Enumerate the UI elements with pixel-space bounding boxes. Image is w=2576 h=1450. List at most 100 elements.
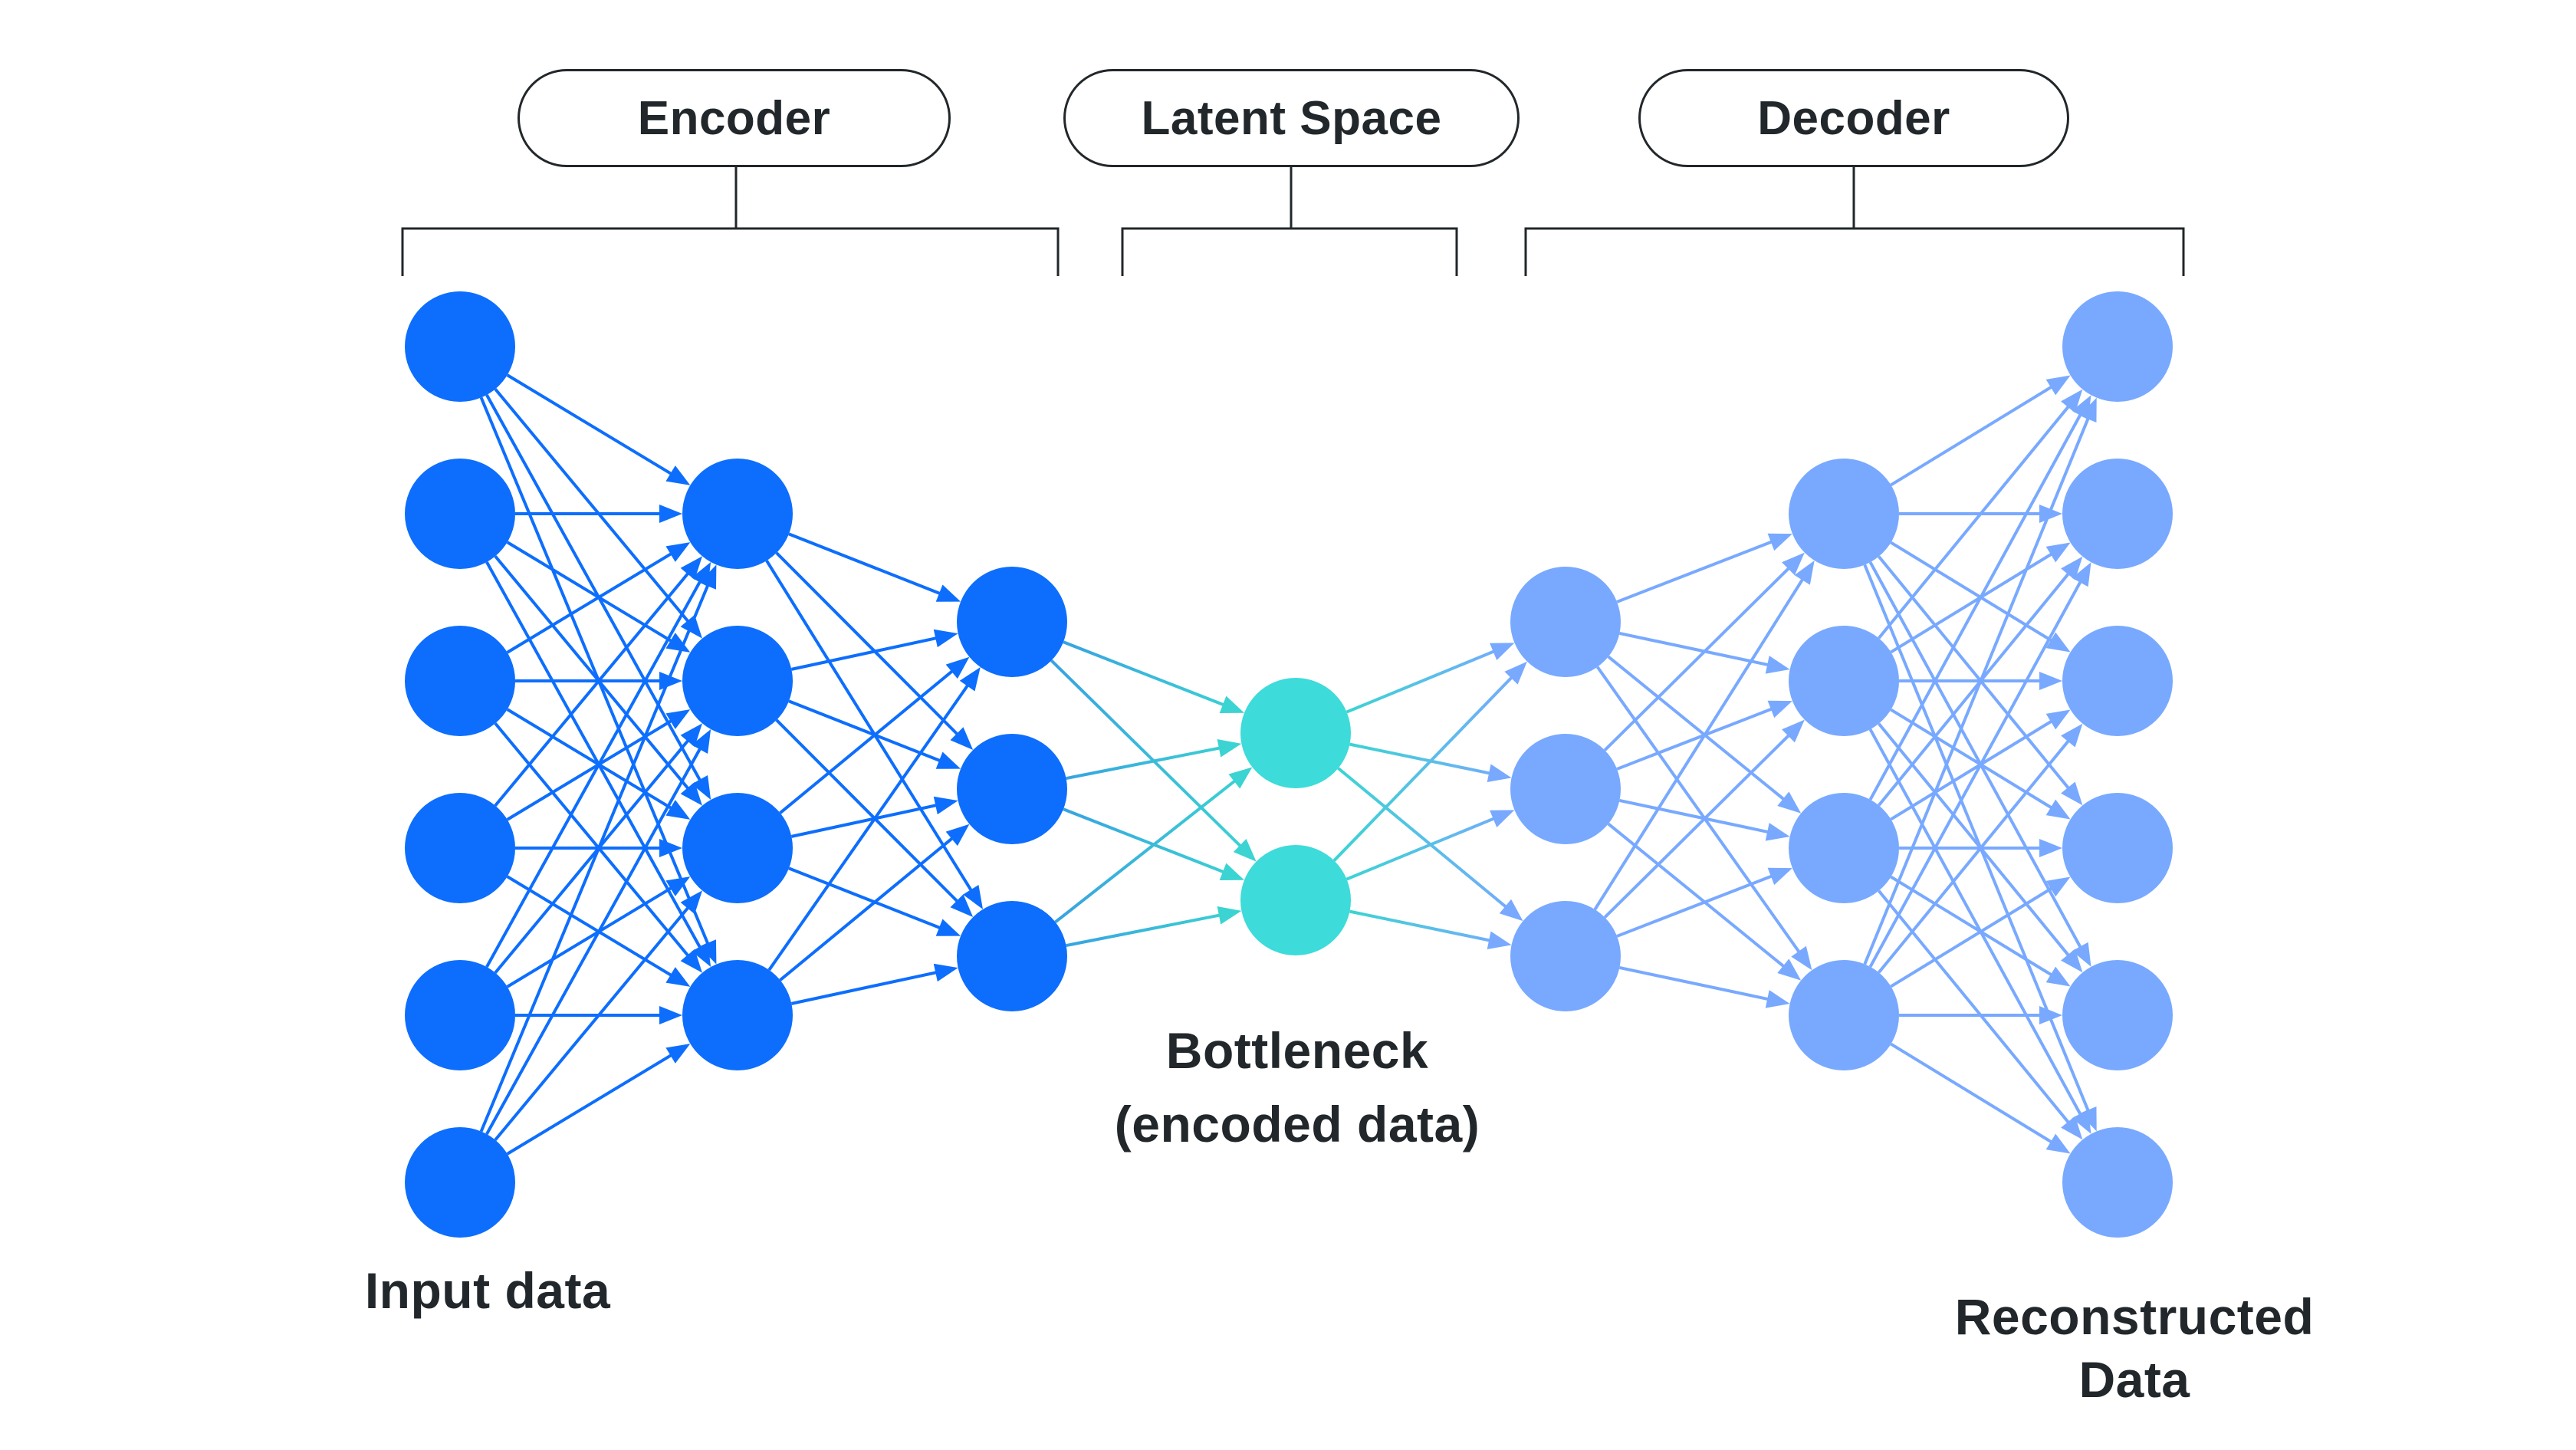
edge <box>494 570 691 807</box>
arrowhead-icon <box>2045 1133 2071 1154</box>
edge <box>1607 822 1787 969</box>
edge <box>1066 913 1223 948</box>
node-input-3 <box>405 793 515 903</box>
edge <box>1863 564 2091 1114</box>
edge <box>1603 565 1792 751</box>
node-output-1 <box>2062 459 2173 569</box>
edge <box>767 682 971 972</box>
node-output-5 <box>2062 1127 2173 1238</box>
bracket-2 <box>1524 167 2185 276</box>
node-bottleneck-0 <box>1240 678 1351 788</box>
arrowhead-icon <box>1767 700 1792 718</box>
nodes-layer <box>405 291 2173 1238</box>
arrowhead-icon <box>950 894 974 918</box>
node-enc-hidden-1-2 <box>682 793 793 903</box>
arrowhead-icon <box>1217 738 1242 758</box>
edge <box>1890 718 2055 821</box>
node-output-0 <box>2062 291 2173 402</box>
edge <box>1878 889 2072 1126</box>
edge <box>479 396 711 947</box>
edge <box>1616 539 1775 603</box>
edge <box>1878 403 2072 640</box>
edge <box>1595 666 1802 955</box>
arrowhead-icon <box>963 885 984 909</box>
node-input-1 <box>405 459 515 569</box>
bottleneck-caption: Bottleneck (encoded data) <box>1115 1014 1480 1161</box>
arrowhead-icon <box>2045 709 2071 730</box>
edge <box>1890 875 2055 978</box>
arrowhead-icon <box>1767 533 1792 551</box>
arrowhead-icon <box>1765 656 1790 674</box>
edge <box>1878 555 2072 791</box>
arrowhead-icon <box>680 890 703 915</box>
arrowhead-icon <box>1487 764 1512 783</box>
node-output-2 <box>2062 626 2173 736</box>
edge <box>494 722 691 958</box>
arrowhead-icon <box>2061 781 2083 806</box>
arrowhead-icon <box>2045 542 2071 563</box>
bottleneck-caption-line2: (encoded data) <box>1114 1096 1480 1152</box>
edge <box>1890 1042 2055 1145</box>
arrowhead-icon <box>2045 632 2071 653</box>
edge <box>1346 816 1497 881</box>
edge <box>788 866 943 930</box>
arrowhead-icon <box>935 751 961 769</box>
node-bottleneck-1 <box>1240 845 1351 955</box>
edge <box>1619 798 1771 834</box>
arrowhead-icon <box>2072 942 2091 967</box>
node-enc-hidden-2-0 <box>957 567 1067 677</box>
arrowhead-icon <box>2045 799 2071 820</box>
edge <box>494 905 691 1141</box>
edge <box>790 636 939 671</box>
edge <box>506 551 675 654</box>
edge <box>765 560 974 893</box>
edge <box>1066 746 1223 781</box>
edge <box>775 551 961 738</box>
edge <box>1616 873 1775 938</box>
edge <box>1349 742 1493 776</box>
arrowhead-icon <box>680 781 703 806</box>
edge <box>1868 561 2083 950</box>
arrowhead-icon <box>2039 839 2062 857</box>
arrowhead-icon <box>2061 1116 2083 1140</box>
edge <box>494 388 691 624</box>
node-dec-hidden-2-2 <box>1789 793 1899 903</box>
node-enc-hidden-1-0 <box>682 459 793 569</box>
arrowhead-icon <box>1233 839 1257 862</box>
latent-space-pill-label: Latent Space <box>1141 91 1442 145</box>
arrowhead-icon <box>1782 719 1805 743</box>
arrowhead-icon <box>1765 823 1790 841</box>
arrowhead-icon <box>1219 863 1244 880</box>
arrowhead-icon <box>2045 876 2071 897</box>
node-input-5 <box>405 1127 515 1238</box>
arrowhead-icon <box>680 949 703 973</box>
arrowhead-icon <box>2061 723 2083 748</box>
arrowhead-icon <box>2039 672 2062 690</box>
arrowhead-icon <box>1499 899 1523 922</box>
arrowhead-icon <box>692 942 711 968</box>
reconstructed-data-caption: Reconstructed Data <box>1955 1285 2315 1411</box>
node-enc-hidden-1-1 <box>682 626 793 736</box>
edge <box>1890 886 2055 988</box>
arrowhead-icon <box>1219 695 1244 713</box>
edge <box>1607 655 1787 802</box>
edge <box>506 373 675 477</box>
bracket-0 <box>401 167 1060 276</box>
arrowhead-icon <box>933 629 958 648</box>
arrowhead-icon <box>1767 867 1792 886</box>
arrowhead-icon <box>1490 643 1515 660</box>
edge <box>485 394 703 784</box>
edge <box>506 1052 675 1156</box>
arrowhead-icon <box>959 667 981 692</box>
node-input-2 <box>405 626 515 736</box>
edge <box>1349 909 1493 943</box>
brackets-layer <box>401 167 2185 276</box>
arrowhead-icon <box>2039 505 2062 523</box>
arrowhead-icon <box>2045 966 2071 987</box>
decoder-pill: Decoder <box>1638 69 2069 167</box>
edge <box>1868 412 2083 801</box>
edge <box>506 541 675 644</box>
arrowhead-icon <box>950 727 974 751</box>
arrowhead-icon <box>2061 556 2083 580</box>
